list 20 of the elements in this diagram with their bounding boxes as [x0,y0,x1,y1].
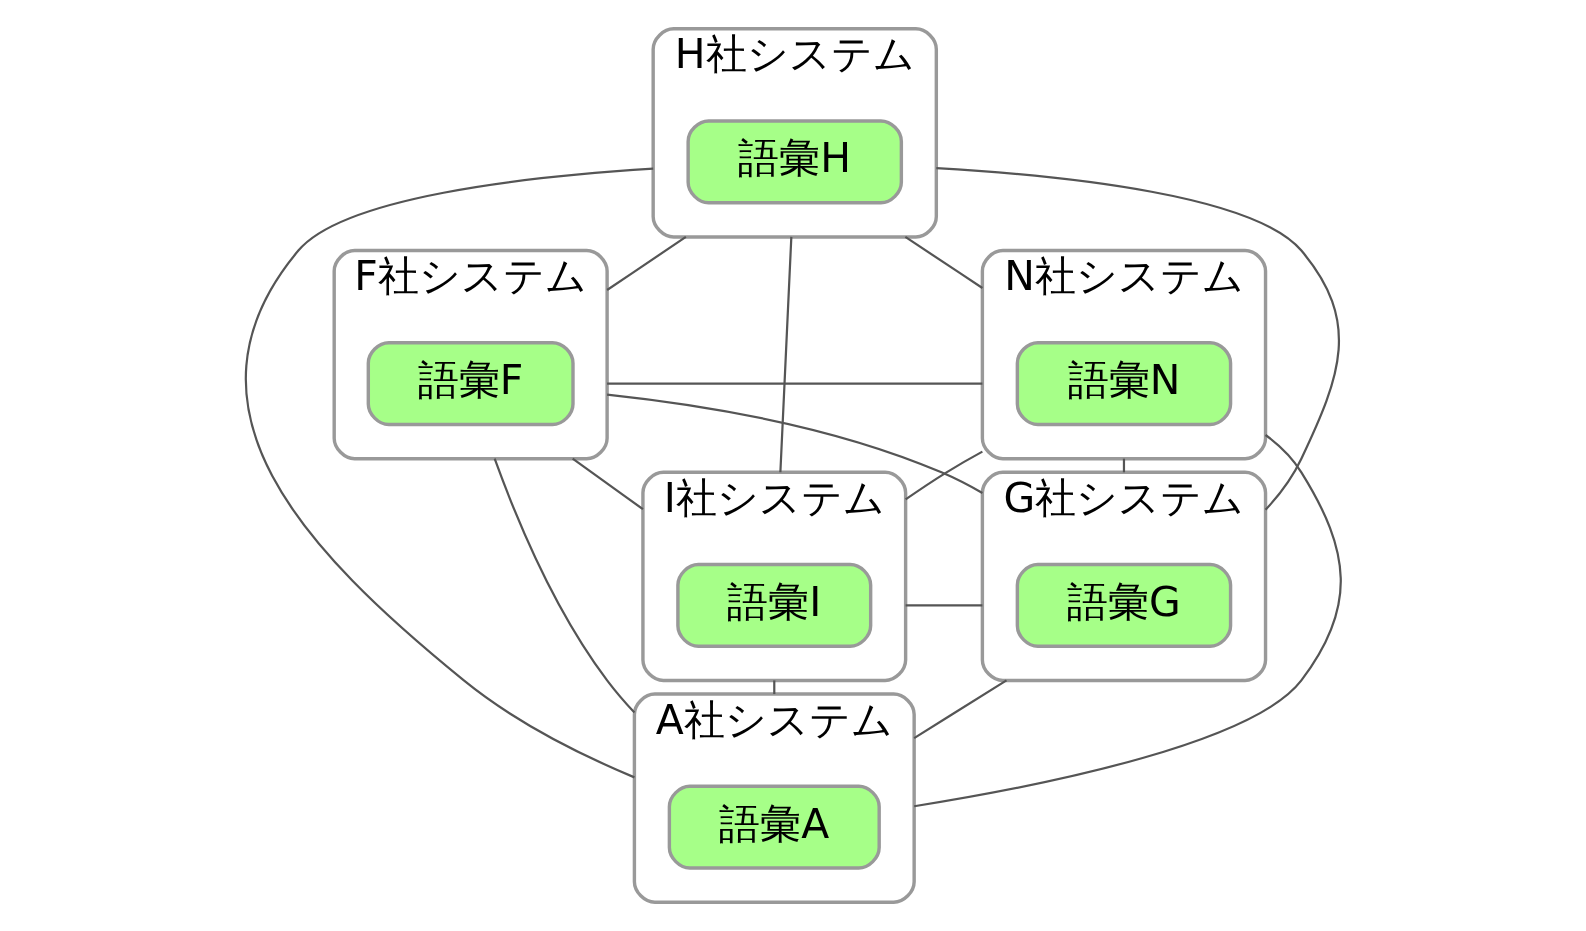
connector [773,680,776,695]
connector [936,167,1340,511]
connector [779,236,793,473]
node-box: 語彙N [1015,340,1233,427]
connector [607,393,983,494]
connector [904,236,983,289]
connector [913,679,1008,740]
connector [606,236,687,291]
connector [245,167,654,779]
node-box: 語彙F [366,340,575,427]
connector [905,604,983,607]
connector [913,434,1342,808]
node-box: 語彙I [676,562,873,648]
node-box: 語彙G [1015,562,1233,648]
node-box: 語彙H [686,119,904,205]
connector [607,382,983,385]
connector [493,458,636,714]
node-box: 語彙A [667,784,881,870]
connector [905,450,983,501]
connector [572,457,644,511]
